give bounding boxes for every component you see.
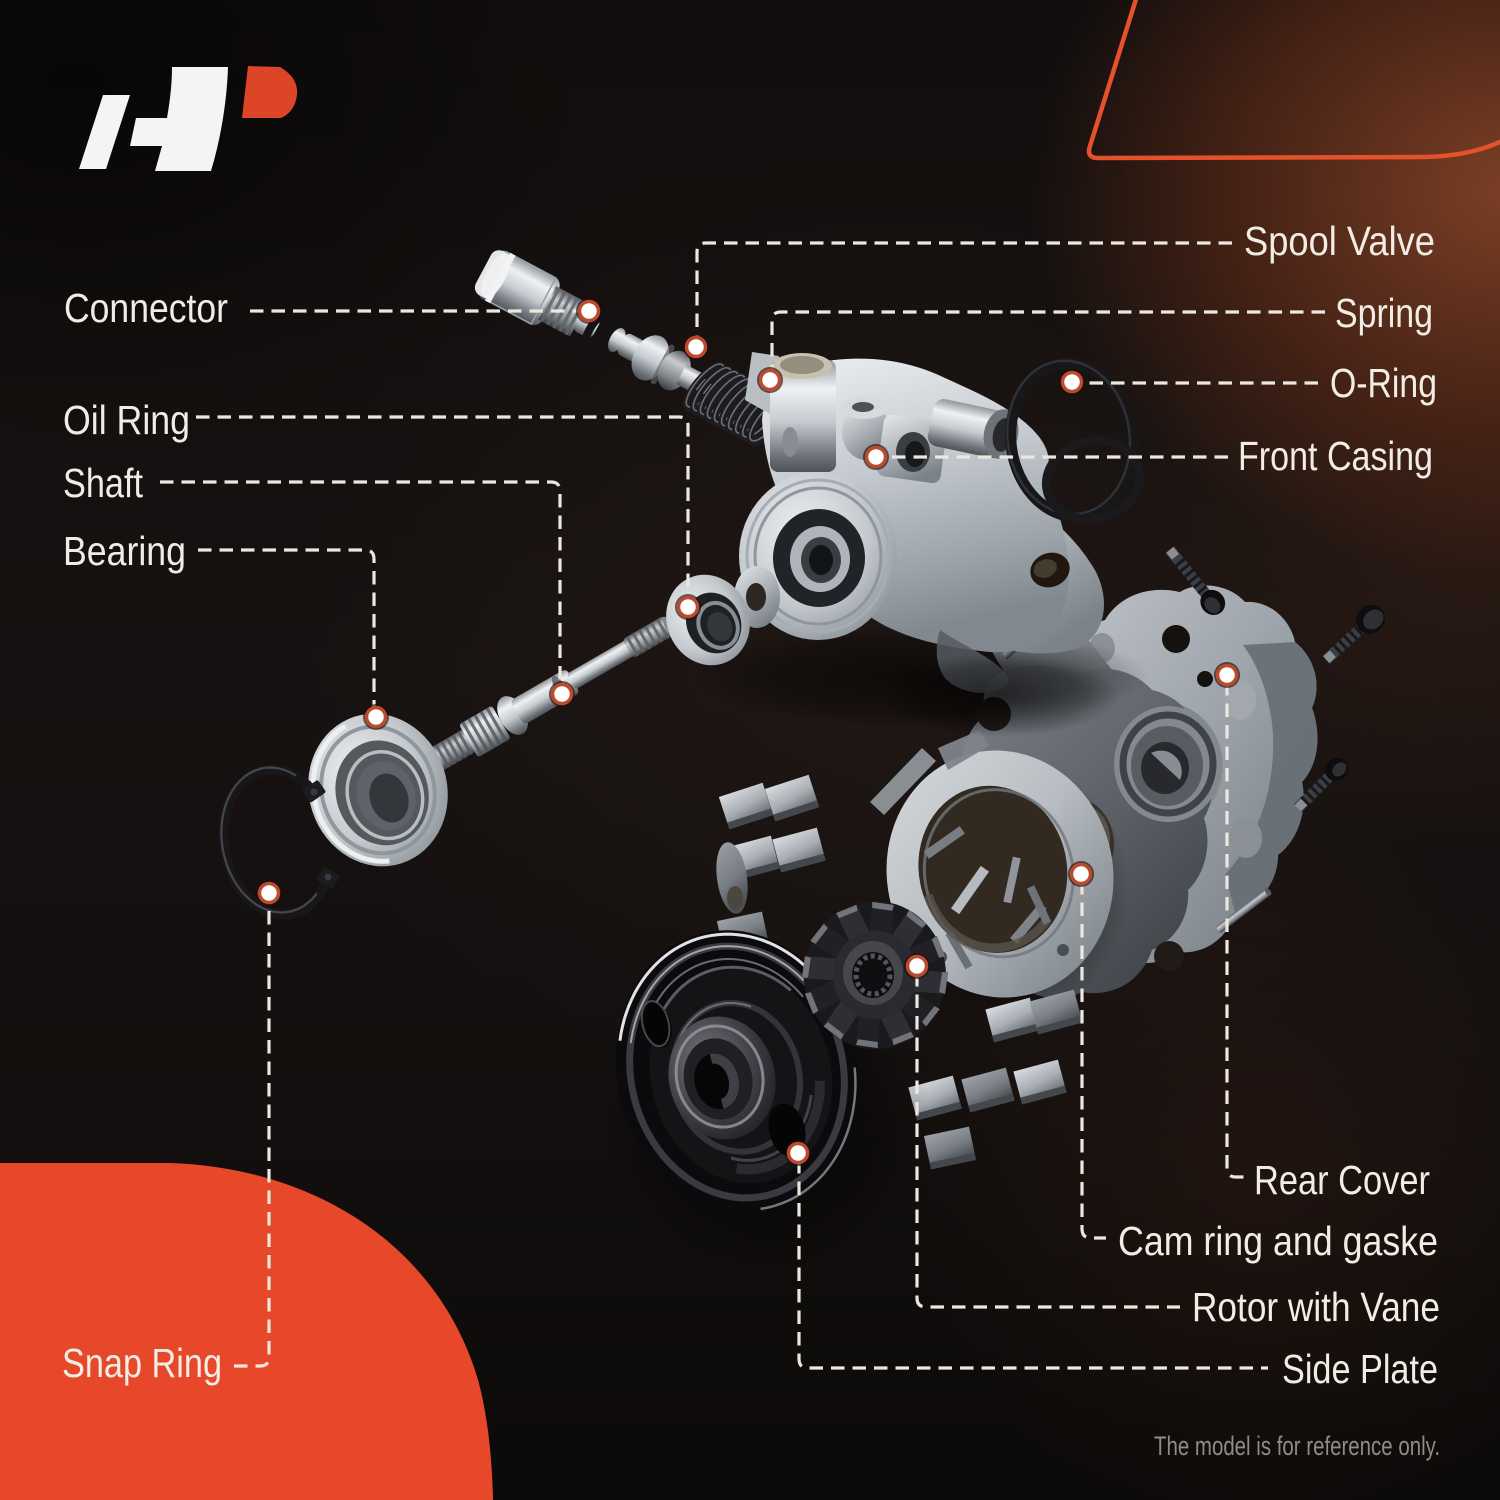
svg-text:Oil Ring: Oil Ring (63, 397, 190, 443)
svg-text:Connector: Connector (64, 285, 228, 331)
svg-text:Rotor with Vane: Rotor with Vane (1192, 1284, 1440, 1330)
svg-text:Shaft: Shaft (63, 460, 144, 506)
svg-text:Cam ring and gaske: Cam ring and gaske (1118, 1218, 1438, 1264)
svg-text:Spool Valve: Spool Valve (1244, 218, 1435, 264)
svg-text:Bearing: Bearing (63, 528, 186, 574)
svg-text:O-Ring: O-Ring (1330, 360, 1437, 406)
svg-text:Side Plate: Side Plate (1282, 1346, 1438, 1392)
svg-text:Rear Cover: Rear Cover (1254, 1157, 1430, 1203)
svg-text:Spring: Spring (1335, 290, 1433, 336)
svg-text:Snap Ring: Snap Ring (62, 1340, 222, 1386)
svg-text:The model is for reference onl: The model is for reference only. (1154, 1431, 1440, 1461)
svg-text:Front Casing: Front Casing (1238, 433, 1433, 479)
